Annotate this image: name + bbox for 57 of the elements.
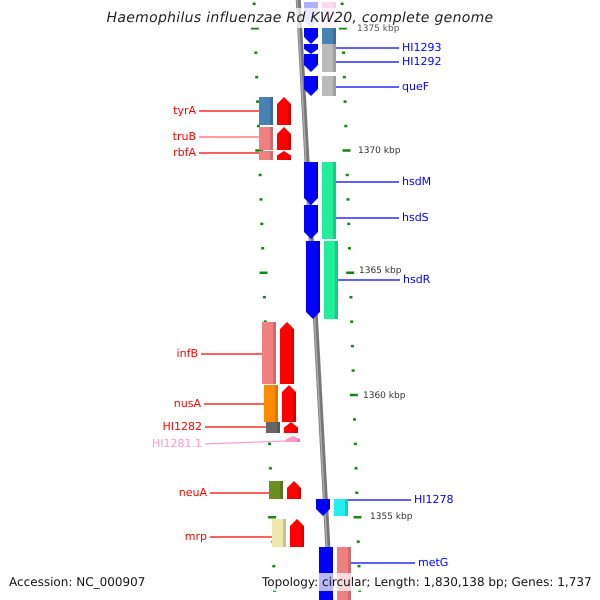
gene-feature <box>304 44 336 54</box>
gene-feature <box>304 162 336 205</box>
leader-line <box>336 217 399 219</box>
gene-label: nusA <box>174 397 201 411</box>
gene-feature <box>266 422 298 433</box>
scale-label: 1355 kbp <box>370 512 412 522</box>
gene-feature <box>269 481 301 499</box>
gene-label: truB <box>172 130 196 144</box>
gene-feature <box>262 322 294 384</box>
scale-label: 1375 kbp <box>357 24 400 34</box>
gene-feature <box>306 241 338 319</box>
leader-line <box>205 426 266 428</box>
leader-line <box>336 61 399 63</box>
gene-feature <box>286 436 300 442</box>
gene-feature <box>304 28 336 44</box>
scale-label: 1360 kbp <box>363 391 406 401</box>
leader-line <box>210 492 269 494</box>
scale-label: 1365 kbp <box>359 266 402 276</box>
gene-label: HI1293 <box>402 41 442 55</box>
leader-line <box>199 136 259 138</box>
gene-feature <box>259 97 291 125</box>
leader-line <box>201 353 262 355</box>
leader-line <box>204 403 264 405</box>
gene-feature <box>264 385 296 422</box>
gene-feature <box>316 499 348 516</box>
gene-label: HI1282 <box>162 420 202 434</box>
gene-feature <box>272 519 304 547</box>
gene-label: HI1278 <box>414 493 454 507</box>
scale-label: 1370 kbp <box>358 146 400 156</box>
gene-label: neuA <box>178 486 207 500</box>
leader-line <box>199 110 259 112</box>
leader-line <box>351 562 415 564</box>
gene-label: hsdM <box>402 175 432 189</box>
gene-label: HI1281.1 <box>152 437 202 451</box>
gene-label: HI1292 <box>402 55 442 69</box>
leader-line <box>336 86 399 88</box>
leader-line <box>204 440 286 445</box>
gene-label: mrp <box>184 530 207 544</box>
gene-label: hsdR <box>403 273 430 287</box>
leader-line <box>336 181 399 183</box>
gene-feature <box>259 151 291 160</box>
gene-label: hsdS <box>402 211 429 225</box>
leader-line <box>210 536 272 538</box>
leader-line <box>199 152 259 154</box>
gene-feature <box>304 205 336 239</box>
gene-label: infB <box>176 347 198 361</box>
gene-label: tyrA <box>173 104 196 118</box>
leader-line <box>348 499 411 501</box>
genome-summary-text: Topology: circular; Length: 1,830,138 bp; Genes: 1,737 <box>260 573 594 591</box>
leader-line <box>338 279 400 281</box>
leader-line <box>336 47 399 49</box>
gene-feature <box>259 127 291 150</box>
gene-feature <box>304 54 336 72</box>
gene-label: metG <box>418 556 448 570</box>
gene-label: rbfA <box>173 146 196 160</box>
gene-feature <box>304 76 336 96</box>
gene-label: queF <box>402 80 430 94</box>
